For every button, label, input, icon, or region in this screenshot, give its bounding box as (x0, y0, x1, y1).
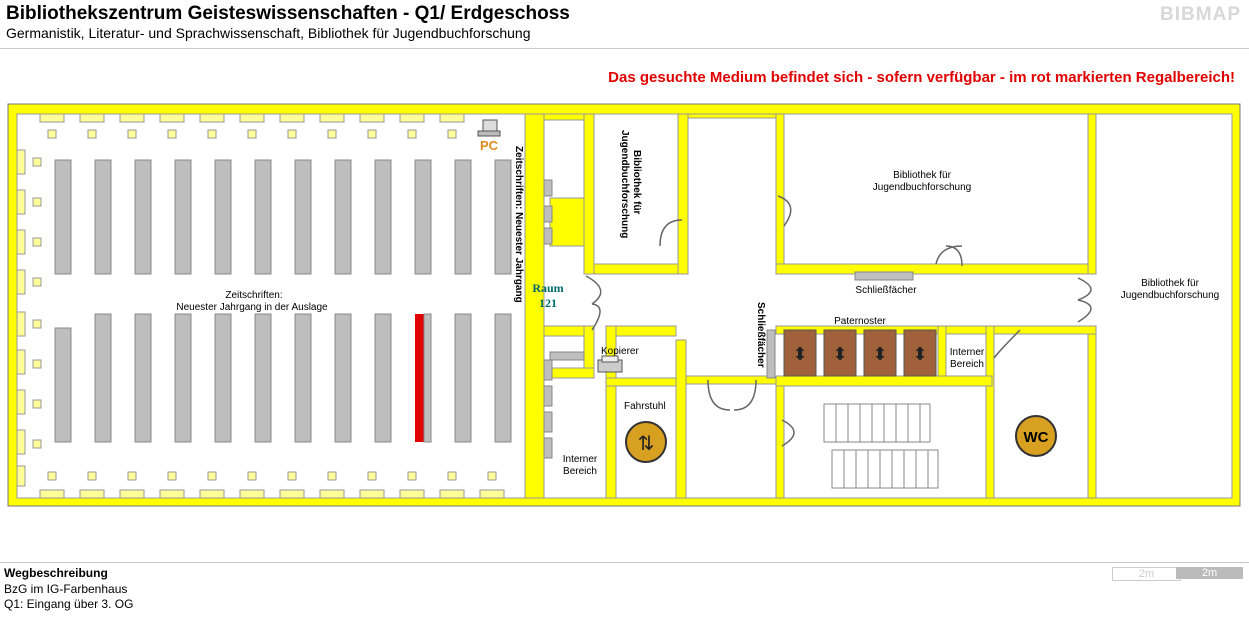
footer-divider (0, 562, 1249, 563)
highlighted-shelf[interactable] (415, 314, 424, 442)
room-label: Raum (532, 281, 563, 295)
scale-bar-white: 2m (1112, 567, 1181, 581)
internal-area-left-line1: Interner (563, 454, 598, 465)
copier-label: Kopierer (601, 346, 639, 357)
seat-markers (32, 129, 497, 481)
highlight-notice: Das gesuchte Medium befindet sich - sofe… (608, 69, 1235, 86)
page-subtitle: Germanistik, Literatur- und Sprachwissen… (6, 25, 531, 41)
elevator-icon: ⇅ (625, 421, 667, 463)
svg-text:⬍: ⬍ (912, 344, 927, 364)
internal-area-left-line2: Bereich (563, 466, 597, 477)
page-title: Bibliothekszentrum Geisteswissenschaften… (6, 3, 570, 24)
paternoster-label: Paternoster (834, 316, 886, 327)
scale-bar-grey: 2m (1176, 567, 1243, 579)
library-youth-vertical-line1: Bibliothek für (631, 150, 642, 215)
svg-text:⬍: ⬍ (832, 344, 847, 364)
header-divider (0, 48, 1249, 49)
svg-text:⬍: ⬍ (792, 344, 807, 364)
directions-line-1: BzG im IG-Farbenhaus (4, 582, 128, 596)
svg-text:⇅: ⇅ (638, 433, 655, 455)
shelf-lower-highlighted-remainder (423, 313, 432, 443)
paternoster-cabins: ⬍ ⬍ ⬍ ⬍ (783, 329, 937, 377)
directions-title: Wegbeschreibung (4, 566, 108, 580)
room-number: 121 (539, 296, 557, 310)
copier-icon (597, 355, 623, 373)
door-arcs (585, 195, 1092, 447)
journals-title-label: Zeitschriften: (225, 290, 282, 301)
internal-area-right-line2: Bereich (950, 359, 984, 370)
shelf-row-upper (54, 159, 512, 275)
journal-vertical-label: Zeitschriften: Neuester Jahrgang (513, 146, 524, 303)
library-youth-top-line1: Bibliothek für (893, 170, 951, 181)
journals-sub-label: Neuester Jahrgang in der Auslage (176, 302, 328, 313)
shelf-row-lower (54, 313, 512, 443)
window-boxes (16, 113, 505, 499)
lockers-vertical-label: Schließfächer (755, 302, 766, 368)
brand-logo: BIBMAP (1160, 4, 1241, 25)
internal-walls (524, 113, 1097, 499)
library-youth-right-line2: Jugendbuchforschung (1121, 290, 1219, 301)
directions-line-2: Q1: Eingang über 3. OG (4, 597, 134, 611)
library-youth-right-line1: Bibliothek für (1141, 278, 1199, 289)
wc-icon (1015, 415, 1057, 457)
library-youth-vertical-line2: Jugendbuchforschung (619, 130, 630, 238)
staircase (823, 403, 939, 489)
lockers-horizontal-label: Schließfächer (855, 285, 917, 296)
pc-label: PC (480, 138, 499, 153)
internal-area-right-line1: Interner (950, 347, 985, 358)
journal-wall-shelves (543, 179, 914, 459)
pc-icon[interactable] (477, 119, 501, 137)
library-youth-top-line2: Jugendbuchforschung (873, 182, 971, 193)
svg-text:⬍: ⬍ (872, 344, 887, 364)
wc-label: WC (1024, 429, 1049, 446)
elevator-label: Fahrstuhl (624, 401, 666, 412)
